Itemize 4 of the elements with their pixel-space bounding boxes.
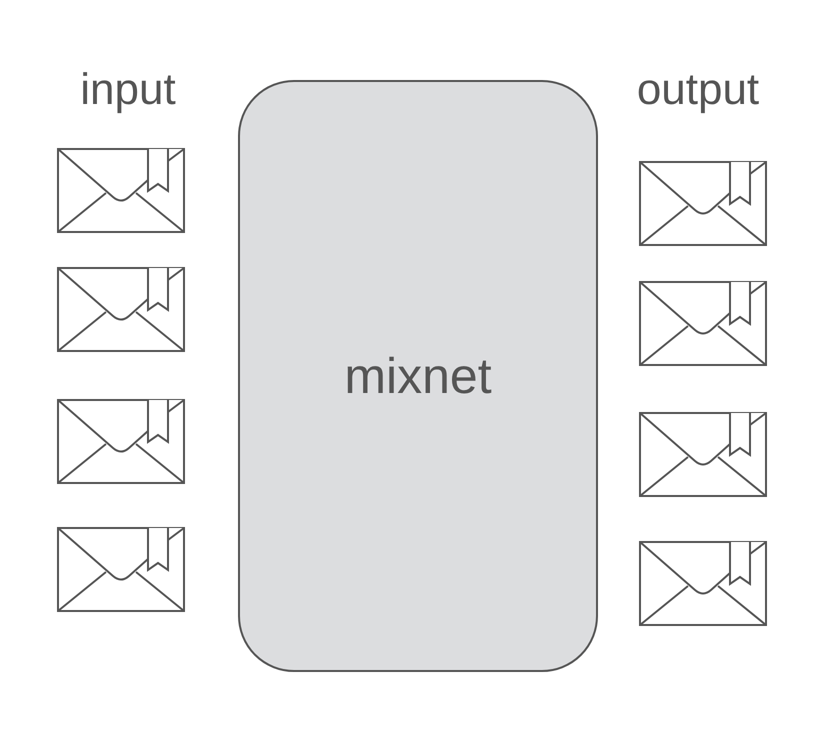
mixnet-box: [238, 80, 598, 672]
box-label: mixnet: [344, 347, 492, 405]
column-heading: input: [79, 65, 177, 115]
column-heading: output: [636, 65, 760, 115]
